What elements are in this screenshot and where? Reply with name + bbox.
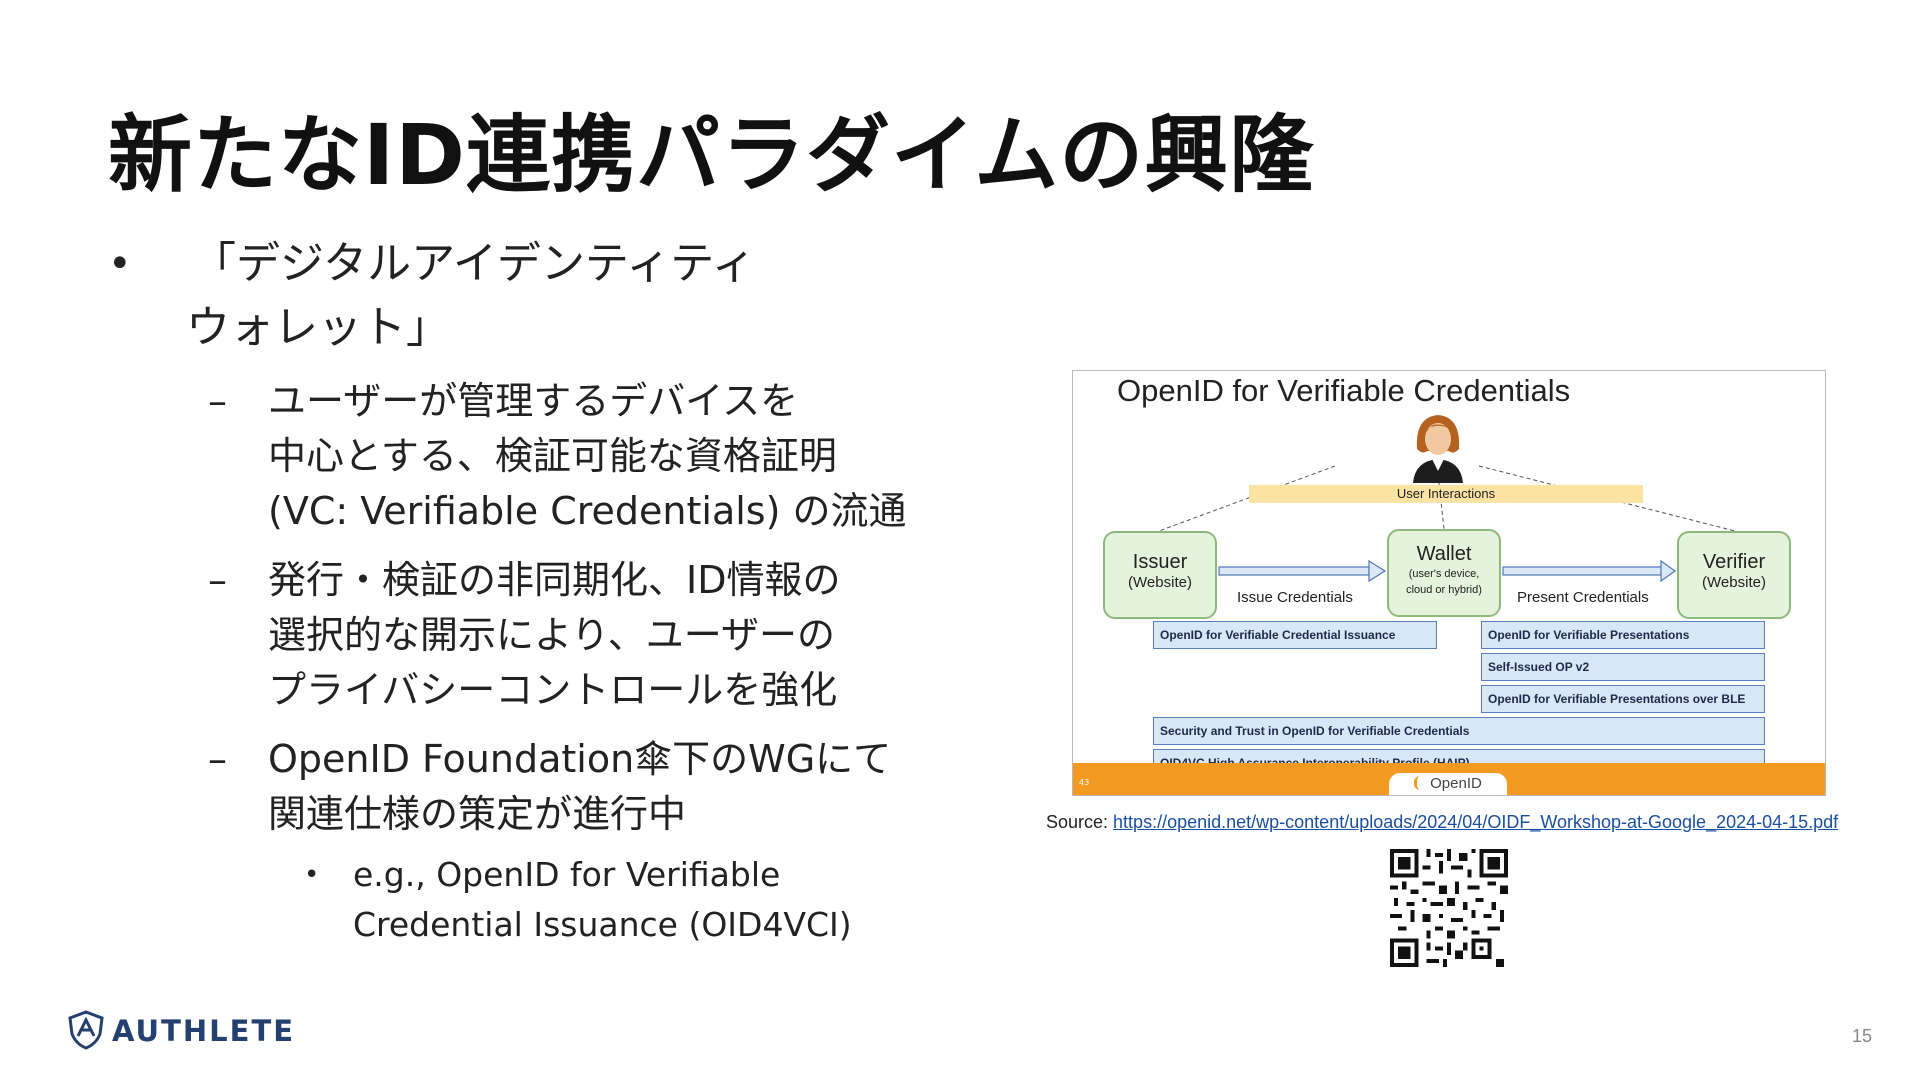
sub-bullet-vc: – ユーザーが管理するデバイスを 中心とする、検証可能な資格証明 (VC: Ve… — [108, 374, 907, 539]
diagram-title: OpenID for Verifiable Credentials — [1117, 373, 1571, 408]
spec-box-vci: OpenID for Verifiable Credential Issuanc… — [1153, 621, 1437, 649]
issue-arrow — [1218, 559, 1387, 583]
sub-bullet-privacy: – 発行・検証の非同期化、ID情報の 選択的な開示により、ユーザーの プライバシ… — [108, 553, 888, 718]
spec-box-siop: Self-Issued OP v2 — [1481, 653, 1765, 681]
spec-box-vp: OpenID for Verifiable Presentations — [1481, 621, 1765, 649]
authlete-shield-icon — [68, 1010, 104, 1050]
qr-code-icon[interactable] — [1390, 849, 1508, 967]
wallet-node: Wallet (user's device, cloud or hybrid) — [1387, 529, 1501, 617]
sub-bullet-vc-line: 中心とする、検証可能な資格証明 — [268, 434, 837, 478]
source-link[interactable]: https://openid.net/wp-content/uploads/20… — [1113, 812, 1839, 832]
example-line: e.g., OpenID for Verifiable — [353, 855, 781, 894]
slide-title: 新たなID連携パラダイムの興隆 — [108, 106, 1315, 204]
spec-box-security-trust: Security and Trust in OpenID for Verifia… — [1153, 717, 1765, 745]
bullet-dot: • — [108, 241, 132, 287]
sub-bullet-vc-line: ユーザーが管理するデバイスを — [268, 379, 799, 423]
source-citation: Source: https://openid.net/wp-content/up… — [1046, 812, 1838, 833]
sub-bullet-privacy-line: プライバシーコントロールを強化 — [268, 668, 838, 712]
bullet-main-line1: 「デジタルアイデンティティ — [192, 238, 756, 289]
sub-bullet-privacy-line: 発行・検証の非同期化、ID情報の — [268, 558, 841, 602]
bullet-main: • 「デジタルアイデンティティ ウォレット」 — [108, 232, 888, 360]
source-label: Source: — [1046, 812, 1114, 832]
wallet-name: Wallet — [1416, 543, 1472, 565]
verifier-name: Verifier — [1702, 551, 1766, 573]
diagram-connectors — [1158, 465, 1736, 583]
sub-bullet-oidf: – OpenID Foundation傘下のWGにて 関連仕様の策定が進行中 — [108, 732, 892, 842]
sub-bullet-privacy-line: 選択的な開示により、ユーザーの — [268, 613, 835, 657]
dash-marker: – — [208, 558, 227, 602]
dashed-line-right — [1478, 465, 1736, 532]
diagram-page-number: 43 — [1079, 778, 1090, 787]
sub-bullet-oidf-line: 関連仕様の策定が進行中 — [268, 792, 687, 836]
spec-box-vp-ble: OpenID for Verifiable Presentations over… — [1481, 685, 1765, 713]
openid-mark-icon — [1414, 776, 1424, 790]
wallet-sub-1: (user's device, — [1408, 568, 1480, 580]
dash-marker: – — [208, 379, 227, 423]
dash-marker: – — [208, 737, 227, 781]
user-person-icon — [1413, 415, 1463, 483]
verifier-node: Verifier (Website) — [1677, 531, 1791, 619]
user-interactions-bar: User Interactions — [1249, 485, 1643, 503]
sub-sub-bullet-example: • e.g., OpenID for Verifiable Credential… — [108, 850, 888, 950]
sub-bullet-oidf-line: OpenID Foundation傘下のWGにて — [268, 737, 892, 781]
bullet-main-line2: ウォレット」 — [186, 302, 450, 353]
present-credentials-label: Present Credentials — [1517, 589, 1649, 606]
issuer-name: Issuer — [1132, 551, 1188, 573]
wallet-sub-2: cloud or hybrid) — [1406, 584, 1482, 596]
oid4vc-diagram: OpenID for Verifiable Credentials User I… — [1072, 370, 1826, 796]
page-number: 15 — [1851, 1026, 1872, 1046]
bullet-dot: • — [304, 860, 320, 890]
authlete-logo-text: AUTHLETE — [112, 1014, 296, 1048]
issuer-sub: (Website) — [1128, 574, 1192, 591]
verifier-sub: (Website) — [1702, 574, 1766, 591]
bullet-list: • 「デジタルアイデンティティ ウォレット」 – ユーザーが管理するデバイスを … — [108, 232, 907, 950]
sub-bullet-vc-line: (VC: Verifiable Credentials) の流通 — [268, 489, 907, 533]
present-arrow — [1502, 559, 1677, 583]
openid-logo-text: OpenID — [1430, 775, 1482, 792]
openid-logo: OpenID — [1389, 773, 1507, 795]
example-line: Credential Issuance (OID4VCI) — [353, 905, 852, 944]
dashed-line-left — [1158, 465, 1336, 532]
issue-credentials-label: Issue Credentials — [1237, 589, 1353, 606]
issuer-node: Issuer (Website) — [1103, 531, 1217, 619]
